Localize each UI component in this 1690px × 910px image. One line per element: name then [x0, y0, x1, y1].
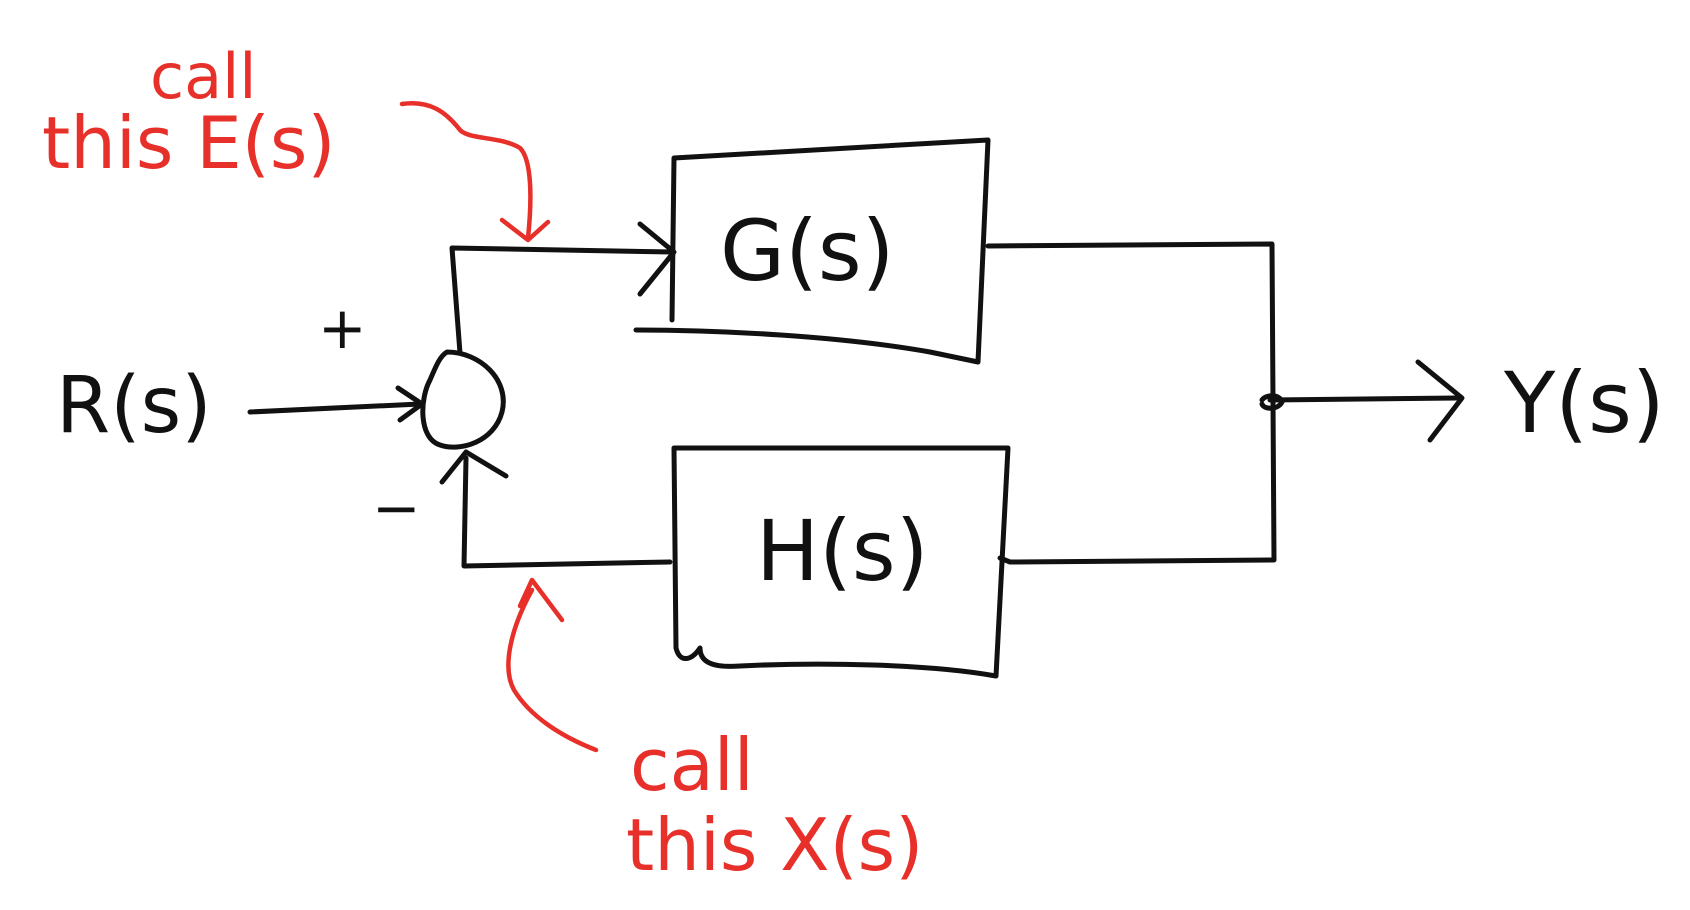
feedback-annotation-line1: call [630, 723, 754, 807]
feedback-annotation-pointer [506, 587, 599, 753]
h-block-outline [671, 445, 1011, 679]
input-arrow [247, 401, 423, 415]
feedback-annotation-pointer-head [517, 577, 565, 623]
feedback-arrowhead [439, 449, 509, 485]
output-label: Y(s) [1503, 354, 1665, 452]
g-block-label: G(s) [720, 202, 894, 300]
feedback-annotation-line2: this X(s) [626, 803, 923, 887]
summing-junction [420, 349, 506, 450]
g-block-outline [633, 137, 991, 365]
input-label: R(s) [56, 361, 212, 451]
g-output-line [985, 241, 1277, 565]
feedback-line [461, 455, 673, 569]
output-arrow [1267, 395, 1461, 403]
h-block-label: H(s) [756, 502, 928, 600]
error-signal-arrowhead [637, 221, 677, 297]
error-annotation-line1: call [150, 40, 257, 113]
error-annotation-pointer-head [499, 217, 551, 243]
error-annotation-pointer [399, 100, 533, 241]
error-signal-line [449, 245, 675, 356]
error-annotation-line2: this E(s) [42, 101, 335, 185]
output-arrowhead [1415, 359, 1465, 443]
minus-sign: − [372, 474, 421, 542]
plus-sign: + [318, 294, 367, 362]
